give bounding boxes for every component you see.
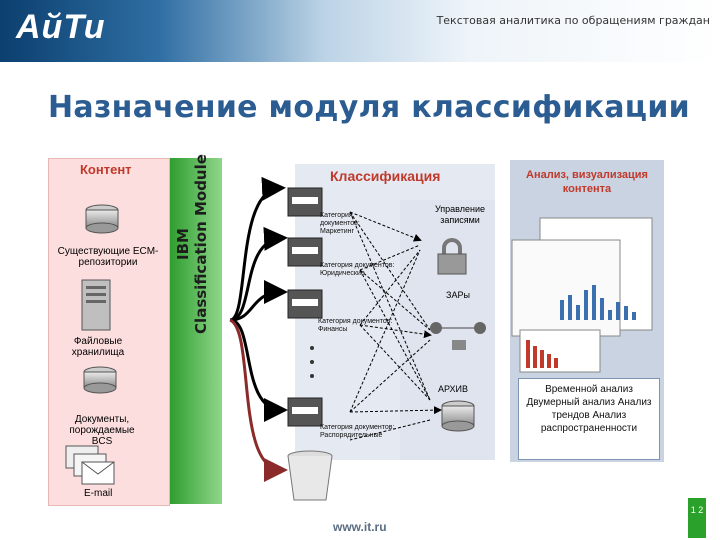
report-screenshot-icon — [511, 217, 653, 337]
content-heading: Контент — [80, 162, 132, 177]
analysis-types-box: Временной анализ Двумерный анализ Анализ… — [518, 378, 660, 460]
email-icon — [65, 445, 115, 485]
header-subtitle: Текстовая аналитика по обращениям гражда… — [436, 14, 710, 27]
module-label: IBM Classification Module — [174, 74, 218, 414]
chart-screenshot-icon — [519, 329, 601, 373]
category-finance-icon — [287, 289, 323, 319]
category-directive-label: Категория документов: Распорядительные — [320, 424, 395, 439]
module-label-line1: IBM — [174, 228, 192, 260]
footer-url: www.it.ru — [333, 520, 387, 534]
trash-bin-icon — [287, 450, 333, 501]
lock-icon — [437, 238, 467, 275]
bcs-disk-icon — [83, 366, 117, 394]
page-number: 1 2 — [688, 498, 706, 538]
analysis-types-text: Временной анализ Двумерный анализ Анализ… — [526, 384, 652, 434]
archive-disk-icon — [441, 400, 475, 432]
category-finance-label: Категория документов: Финансы — [318, 318, 393, 333]
company-logo: АйТи — [16, 8, 106, 46]
classification-heading: Классификация — [330, 168, 441, 184]
slide-title: Назначение модуля классификации — [48, 90, 690, 125]
category-marketing-label: Категория документов: Маркетинг — [320, 212, 360, 235]
erp-process-icon — [430, 322, 486, 350]
erp-label: ЗАРы — [446, 290, 470, 300]
email-label: E-mail — [84, 488, 113, 499]
classification-module-bar — [170, 158, 222, 504]
ecm-repository-icon — [85, 204, 119, 234]
category-marketing-icon — [287, 187, 323, 217]
category-directive-icon — [287, 397, 323, 427]
analysis-heading: Анализ, визуализация контента — [526, 169, 648, 195]
file-storage-label: Файловые хранилища — [71, 336, 125, 358]
records-management-label: Управление записями — [434, 204, 486, 225]
archive-label: АРХИВ — [437, 384, 469, 394]
server-icon — [81, 279, 111, 331]
module-label-line2: Classification Module — [192, 154, 210, 334]
header-banner: АйТи Текстовая аналитика по обращениям г… — [0, 0, 720, 62]
ecm-repositories-label: Существующие ECM-репозитории — [57, 246, 159, 268]
category-legal-icon — [287, 237, 323, 267]
bcs-documents-label: Документы, порождаемые BCS — [69, 414, 135, 447]
category-legal-label: Категория документов: Юридические — [320, 262, 395, 277]
